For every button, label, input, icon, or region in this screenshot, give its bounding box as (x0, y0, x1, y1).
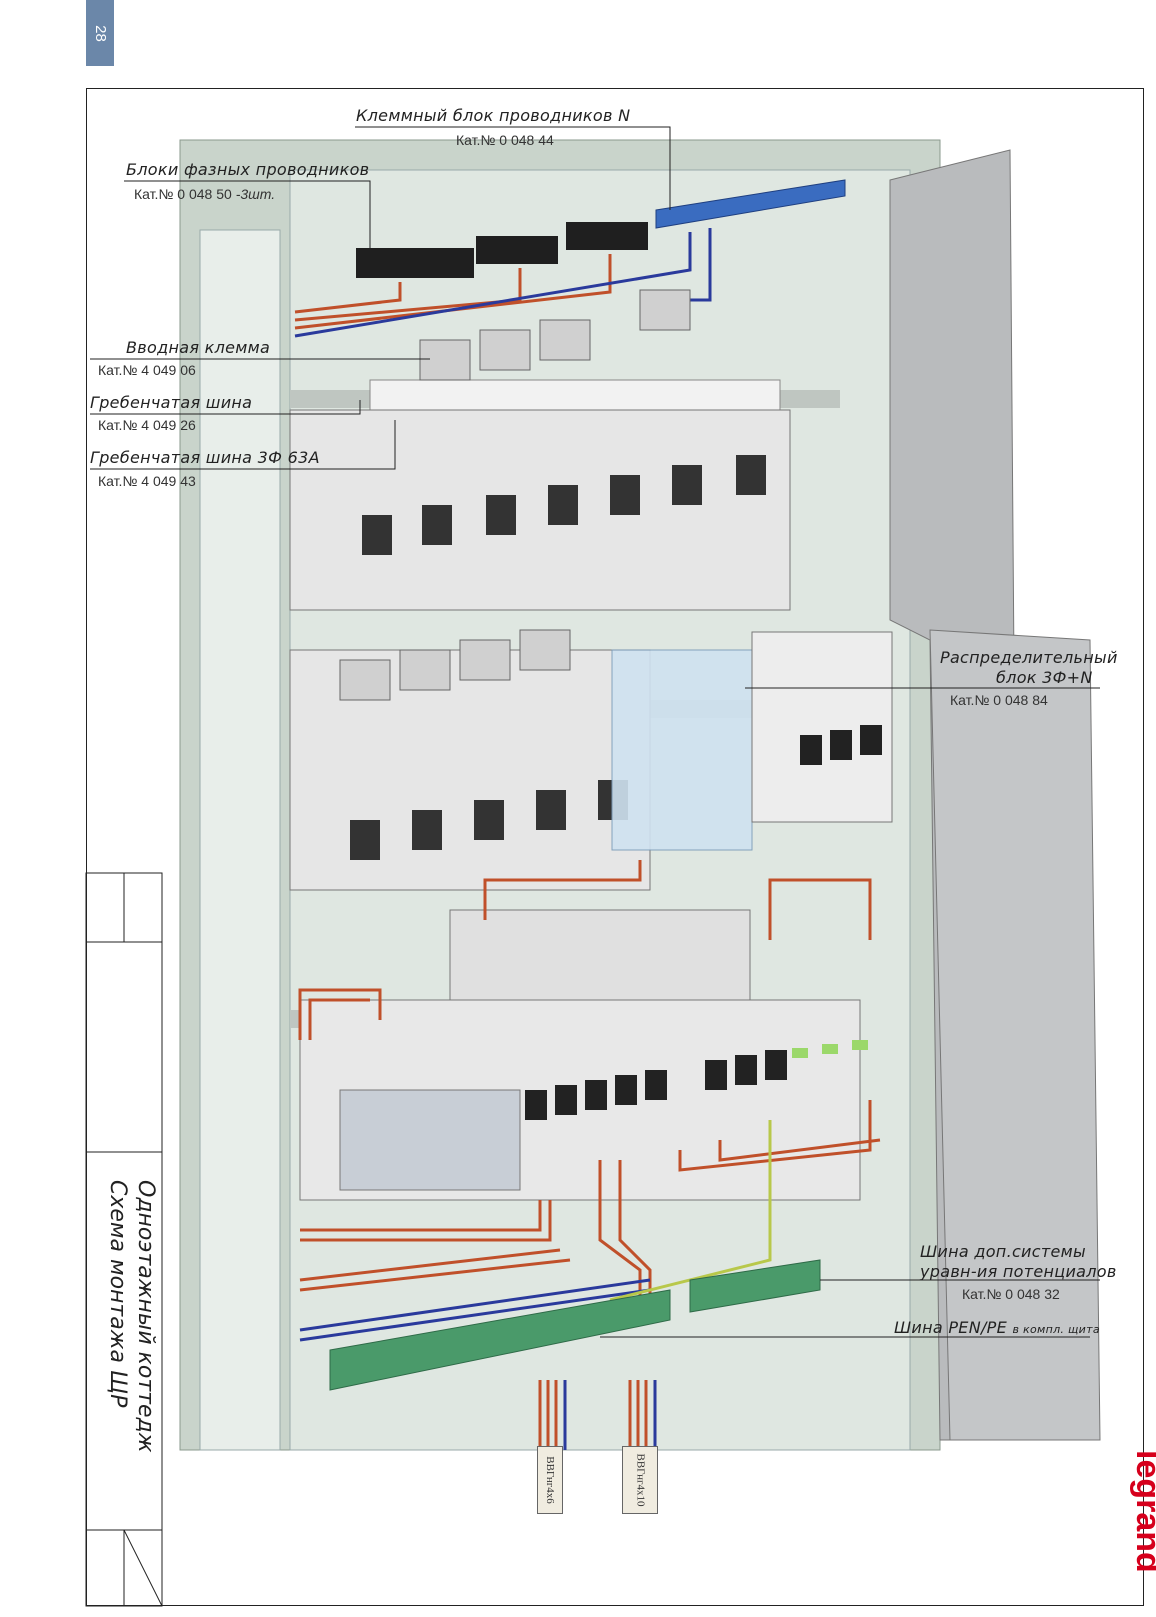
legrand-logo: legrand (1129, 1450, 1156, 1573)
phase-blocks-cat: Кат.№ 0 048 50 -3шт. (134, 186, 275, 202)
pen-pe-bus (329, 1289, 671, 1391)
breaker-row-1-handles (362, 455, 766, 555)
input-terminals-row2 (339, 629, 571, 701)
phase-block-1 (356, 248, 474, 278)
top-wires (294, 228, 712, 338)
n-block-label: Клеммный блок проводников N (356, 106, 631, 125)
phase-block-3 (566, 222, 648, 250)
neutral-wires-bottom (299, 1278, 657, 1450)
surge-protector-indicators (792, 1040, 868, 1058)
pen-bus-label: Шина PEN/PE в компл. щита (894, 1318, 1100, 1337)
door-cover-lower (929, 629, 1101, 1441)
phase-block-2 (476, 236, 558, 264)
n-block-cat: Кат.№ 0 048 44 (456, 132, 554, 148)
cable-tag-1: ВВГнг4х6 (537, 1446, 563, 1514)
cable-tag-2: ВВГнг4х10 (622, 1446, 658, 1514)
rcd-device (339, 1089, 521, 1191)
page-number-tab: 28 (86, 0, 114, 66)
drawing-frame (86, 88, 1144, 1606)
leader-lines (90, 126, 1100, 1338)
equipotential-bus-label-1: Шина доп.системы (920, 1242, 1086, 1261)
phase-blocks-label: Блоки фазных проводников (126, 160, 370, 179)
main-breaker-handles (800, 725, 882, 765)
pen-bus-title: Шина PEN/PE (894, 1318, 1008, 1337)
cable-tag-1-text: ВВГнг4х6 (544, 1456, 557, 1504)
phase-blocks-qty: -3шт. (235, 186, 276, 202)
row3-wires (298, 860, 881, 1450)
earth-wire (609, 1120, 772, 1302)
breaker-row-1 (289, 409, 791, 611)
comb-bus-label: Гребенчатая шина (90, 393, 253, 412)
distribution-block-cat: Кат.№ 0 048 84 (950, 692, 1048, 708)
stamp-title: Одноэтажный коттедж Схема монтажа ЩР (92, 1180, 162, 1453)
comb-bus-3p-cat: Кат.№ 4 049 43 (98, 473, 196, 489)
equipotential-bus-cat: Кат.№ 0 048 32 (962, 1286, 1060, 1302)
comb-bus-cat: Кат.№ 4 049 26 (98, 417, 196, 433)
cable-tag-2-text: ВВГнг4х10 (634, 1453, 647, 1507)
breaker-row-3-handles (525, 1050, 787, 1120)
enclosure-left-rail (199, 229, 281, 1451)
comb-bus-row3 (449, 909, 751, 1001)
input-terminals-row1 (419, 289, 691, 381)
equipotential-bus (689, 1259, 821, 1313)
comb-bus-3p-label: Гребенчатая шина 3Ф 63А (90, 448, 320, 467)
stamp-line-1: Одноэтажный коттедж (133, 1180, 158, 1453)
input-terminal-cat: Кат.№ 4 049 06 (98, 362, 196, 378)
n-terminal-block (655, 179, 846, 229)
title-stamp (85, 872, 163, 1607)
stamp-line-2: Схема монтажа ЩР (105, 1180, 130, 1408)
distribution-block-label-2: блок 3Ф+N (996, 668, 1093, 687)
phase-blocks-cat-number: Кат.№ 0 048 50 (134, 186, 232, 202)
pen-bus-note: в компл. щита (1012, 1323, 1100, 1336)
equipotential-bus-label-2: уравн-ия потенциалов (920, 1262, 1117, 1281)
input-terminal-label: Вводная клемма (126, 338, 271, 357)
distribution-block-3p-n (611, 649, 753, 851)
distribution-block-label-1: Распределительный (940, 648, 1118, 667)
